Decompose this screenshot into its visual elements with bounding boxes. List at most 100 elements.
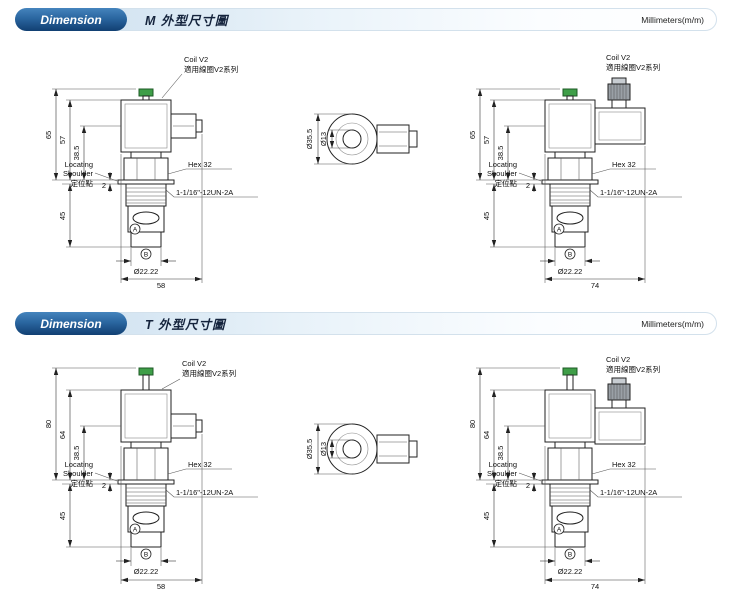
knurled-gland-nut <box>607 83 631 101</box>
port-a-badge <box>129 523 141 535</box>
thread-section <box>549 183 591 207</box>
port-b-badge <box>140 548 152 560</box>
section-title-t: T 外型尺寸圖 <box>145 318 226 332</box>
coil-note-line1: Coil V2 <box>606 53 630 62</box>
extension-lines <box>52 88 203 283</box>
coil-inner <box>124 103 168 149</box>
leader-lines <box>518 468 682 498</box>
extension-lines <box>476 367 646 584</box>
coil-inner <box>548 103 592 149</box>
locating-shoulder <box>541 179 599 185</box>
dim-total: 80 <box>44 420 53 428</box>
stem <box>142 95 150 101</box>
valve-outline <box>117 367 203 548</box>
locating-label-1: Locating <box>65 160 93 169</box>
dim-shoulder: 2 <box>526 181 530 190</box>
connector-plug <box>376 434 410 464</box>
coil-mid-circle <box>335 432 369 466</box>
extension-lines <box>476 88 646 283</box>
locating-label-2: Shoulder <box>487 169 518 178</box>
hex-nut <box>547 157 593 181</box>
locating-label-3: 定位點 <box>495 178 518 188</box>
coil-mid-circle <box>335 122 369 156</box>
valve-outline <box>117 88 203 248</box>
port-a-letter: A <box>133 227 138 234</box>
dim-lower: 45 <box>482 212 491 220</box>
port-a-hole <box>132 211 160 225</box>
dim-total: 65 <box>468 131 477 139</box>
valve-outline <box>541 367 646 548</box>
dim-total: 80 <box>468 420 477 428</box>
thread-section <box>125 183 167 207</box>
leader-lines <box>94 73 258 198</box>
hex-nut <box>123 447 169 481</box>
thread-section <box>125 483 167 507</box>
plug-detail <box>379 131 407 147</box>
dim-connector: 38.5 <box>72 446 81 461</box>
coil-outer-dia-label: Ø35.5 <box>305 439 314 459</box>
thread-section <box>549 483 591 507</box>
hex-nut <box>123 157 169 181</box>
dim-coil-top: 57 <box>482 136 491 144</box>
nose <box>554 231 586 248</box>
port-b-badge <box>564 248 576 260</box>
coil-inner-dia-label: Ø13 <box>319 132 328 146</box>
gland-cap <box>611 377 627 385</box>
stem <box>566 374 574 391</box>
port-a-letter: A <box>557 527 562 534</box>
locating-label-2: Shoulder <box>63 169 94 178</box>
dim-coil-top: 64 <box>58 431 67 439</box>
nose-dia-label: Ø22.22 <box>134 567 159 576</box>
dimension-tab-label: Dimension <box>40 316 102 331</box>
dimension-lines <box>52 73 258 283</box>
locating-shoulder <box>117 179 175 185</box>
locating-shoulder <box>541 479 599 485</box>
coil-note-line2: 適用線圈V2系列 <box>606 62 660 72</box>
section-t: Dimension T 外型尺寸圖 Millimeters(m/m) <box>0 300 732 600</box>
thread-label: 1-1/16"-12UN-2A <box>600 488 657 497</box>
port-a-letter: A <box>133 527 138 534</box>
port-b-letter: B <box>568 552 572 559</box>
detail-lines <box>550 448 590 504</box>
dim-connector: 38.5 <box>496 446 505 461</box>
dim-shoulder: 2 <box>102 181 106 190</box>
dim-lower: 45 <box>482 512 491 520</box>
m-coil-top-view: Ø35.5 Ø13 <box>305 113 418 165</box>
dim-lower: 45 <box>58 212 67 220</box>
conduit-box-inner <box>598 411 642 441</box>
stem <box>142 374 150 391</box>
connector-plug <box>376 124 410 154</box>
coil-outline <box>326 423 418 475</box>
locating-label-2: Shoulder <box>487 469 518 478</box>
section-header-m: Dimension M 外型尺寸圖 Millimeters(m/m) <box>15 8 717 31</box>
dim-lower: 45 <box>58 512 67 520</box>
dimension-tab: Dimension <box>15 312 127 335</box>
locating-shoulder <box>117 479 175 485</box>
detail-lines <box>126 125 194 204</box>
dimension-lines <box>476 367 682 584</box>
dim-coil-top: 57 <box>58 136 67 144</box>
neck <box>130 151 162 159</box>
hex-label: Hex 32 <box>188 460 212 469</box>
hex-label: Hex 32 <box>612 460 636 469</box>
coil-note-line2: 適用線圈V2系列 <box>606 364 660 374</box>
width-label: 58 <box>157 281 165 290</box>
thread-label: 1-1/16"-12UN-2A <box>176 188 233 197</box>
port-a-hole <box>556 211 584 225</box>
leader-lines <box>94 378 258 498</box>
dimension-lines <box>314 113 352 165</box>
extension-lines <box>314 423 352 475</box>
m-conduit-valve-drawing: Coil V2 適用線圈V2系列 65 57 38.5 2 45 Locatin… <box>468 53 682 290</box>
port-a-badge <box>553 223 565 235</box>
nose <box>554 531 586 548</box>
coil-note-line1: Coil V2 <box>184 55 208 64</box>
coil-outer-dia-label: Ø35.5 <box>305 129 314 149</box>
t-coil-top-view: Ø35.5 Ø13 <box>305 423 418 475</box>
port-b-badge <box>140 248 152 260</box>
dimension-lines <box>314 423 352 475</box>
override-button <box>138 367 154 376</box>
coil-body <box>544 99 596 153</box>
hex-label: Hex 32 <box>612 160 636 169</box>
units-label: Millimeters(m/m) <box>641 318 704 329</box>
